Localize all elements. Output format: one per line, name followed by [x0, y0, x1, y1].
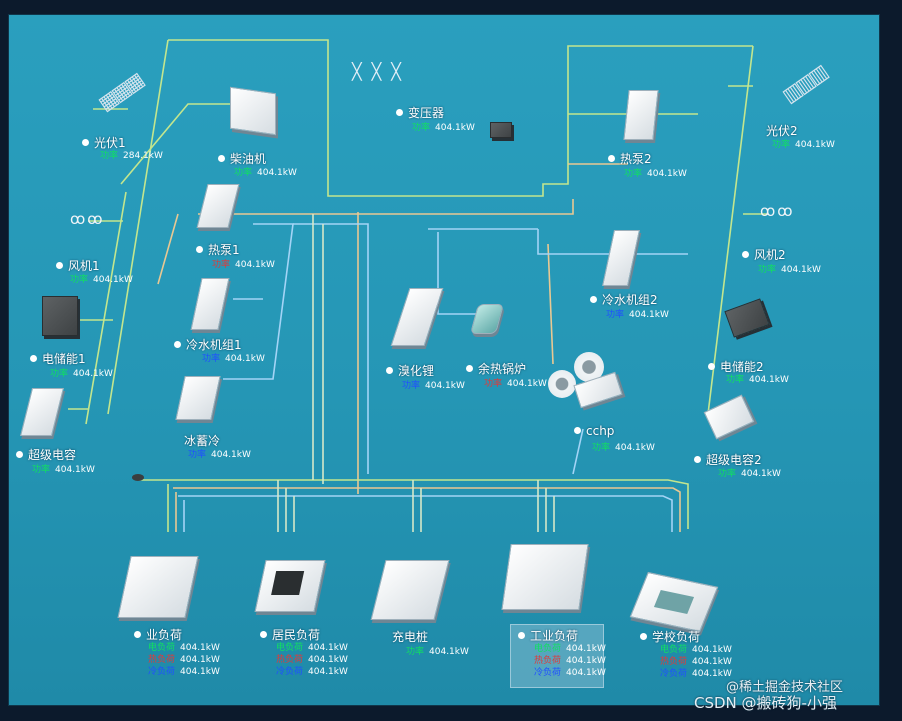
- residential-load-label[interactable]: 居民负荷: [260, 626, 320, 643]
- industrial-load-label[interactable]: 工业负荷: [518, 627, 578, 644]
- storage1-label[interactable]: 电储能1: [30, 350, 86, 367]
- heatpump1-label[interactable]: 热泵1: [196, 241, 240, 258]
- connection-lines: [68, 39, 768, 532]
- pv1-label[interactable]: 光伏1: [82, 134, 126, 151]
- transformer-pylon-icon: ╳╳╳: [352, 62, 411, 81]
- diesel-generator-icon[interactable]: [230, 86, 276, 136]
- transformer-box-icon[interactable]: [490, 122, 512, 138]
- commercial-building-icon[interactable]: [117, 556, 199, 618]
- wind-turbine-icon: ꝏꝏ: [70, 210, 105, 228]
- gateway-node-icon: [132, 474, 144, 481]
- chiller1-label[interactable]: 冷水机组1: [174, 336, 242, 353]
- wind2-label[interactable]: 风机2: [742, 246, 786, 263]
- libr-label[interactable]: 溴化锂: [386, 362, 434, 379]
- icestorage-label[interactable]: 冰蓄冷: [184, 434, 221, 448]
- wind1-label[interactable]: 风机1: [56, 257, 100, 274]
- watermark-line2: CSDN @搬砖狗-小强: [694, 694, 837, 712]
- cchp-label[interactable]: cchp: [574, 424, 614, 438]
- transformer-label[interactable]: 变压器: [396, 104, 444, 121]
- supercap1-label[interactable]: 超级电容: [16, 446, 76, 463]
- commercial-load-label[interactable]: 业负荷: [134, 626, 182, 643]
- heatpump2-icon[interactable]: [623, 90, 659, 140]
- heatpump2-label[interactable]: 热泵2: [608, 150, 652, 167]
- wind-turbine-icon: ꝏꝏ: [760, 202, 795, 220]
- industrial-building-icon[interactable]: [501, 544, 589, 610]
- wasteheat-label[interactable]: 余热锅炉: [466, 360, 526, 377]
- chiller2-label[interactable]: 冷水机组2: [590, 291, 658, 308]
- school-load-label[interactable]: 学校负荷: [640, 628, 700, 645]
- battery-storage1-icon[interactable]: [42, 296, 78, 336]
- charger-load-label[interactable]: 充电桩: [392, 630, 429, 644]
- watermark-line1: @稀土掘金技术社区: [726, 680, 844, 695]
- supercap2-label[interactable]: 超级电容2: [694, 451, 762, 468]
- storage2-label[interactable]: 电储能2: [708, 358, 764, 375]
- residential-building-icon[interactable]: [254, 560, 326, 612]
- cchp-unit-icon[interactable]: [548, 350, 623, 410]
- pv2-label[interactable]: 光伏2: [766, 124, 798, 138]
- diesel-label[interactable]: 柴油机: [218, 150, 266, 167]
